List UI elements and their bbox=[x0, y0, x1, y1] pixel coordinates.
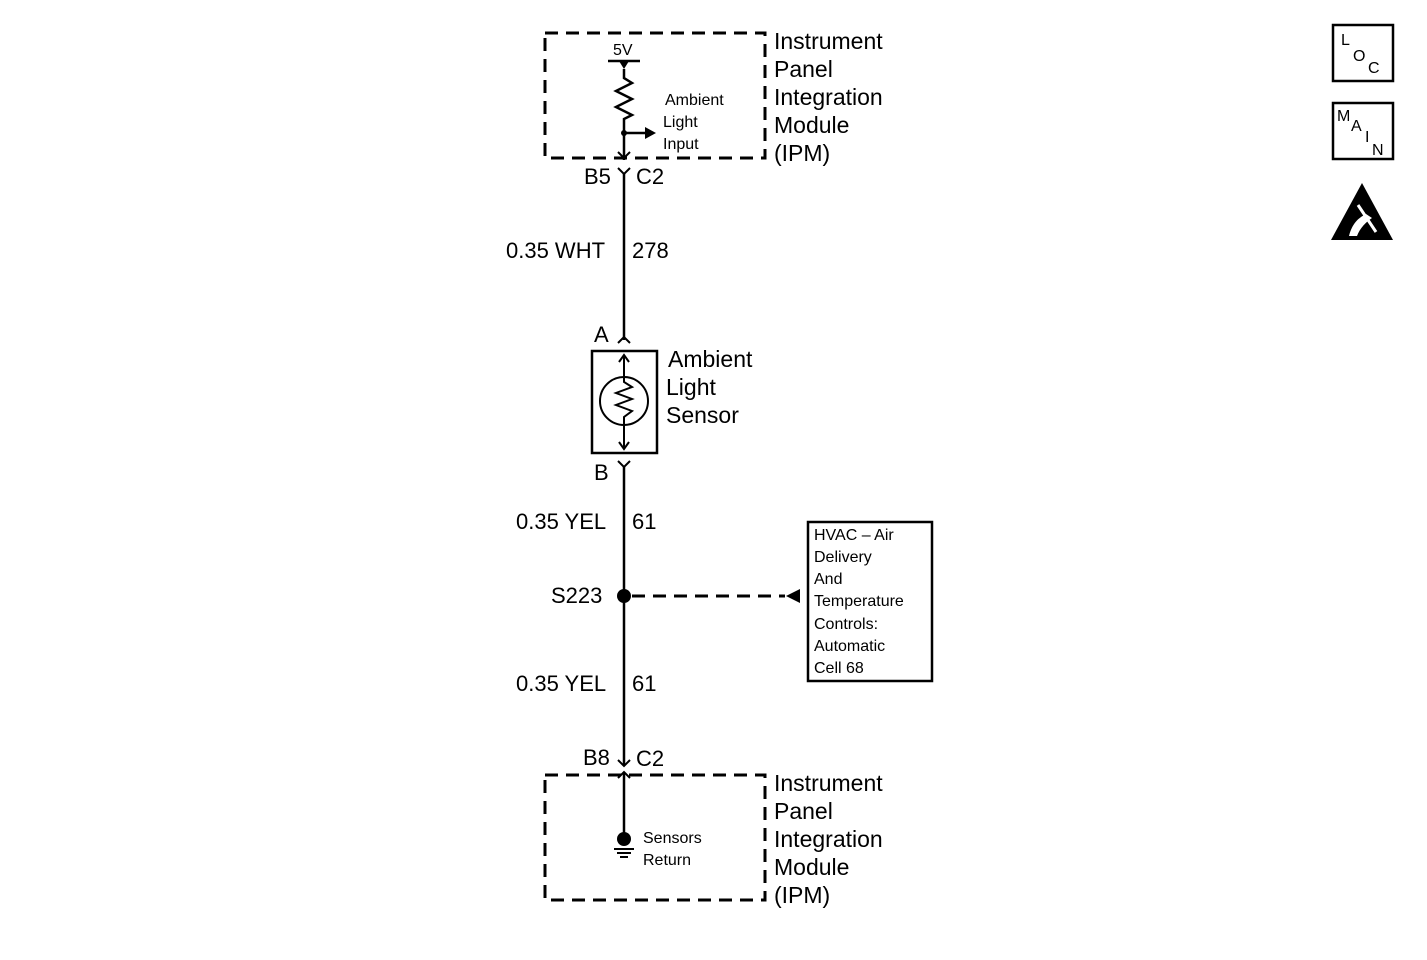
voltage-arrow bbox=[619, 61, 629, 69]
sensor-box bbox=[590, 349, 659, 455]
connector-c2-bottom-label: C2 bbox=[636, 746, 664, 771]
sensor-pin-a-label: A bbox=[594, 322, 609, 347]
bottom-ipm-label: Instrument Panel Integration Module (IPM… bbox=[774, 770, 889, 908]
connector-chevron-top bbox=[617, 151, 631, 160]
hvac-reference-border bbox=[806, 520, 934, 683]
main-letter-i: I bbox=[1365, 129, 1369, 146]
bottom-ipm-module: Sensors Return Instrument Panel Integrat… bbox=[543, 770, 889, 908]
input-tap-arrow bbox=[645, 127, 656, 139]
splice-dot bbox=[617, 589, 631, 603]
sensor-arrow-top-head bbox=[618, 353, 630, 363]
bottom-connector: B8 C2 bbox=[583, 745, 664, 771]
wire-61-lower-circuit-number: 61 bbox=[632, 671, 656, 696]
wire-61-upper-gauge-color: 0.35 YEL bbox=[516, 509, 606, 534]
splice-label: S223 bbox=[551, 583, 602, 608]
loc-icon-frame bbox=[1331, 23, 1395, 83]
hvac-reference-text: HVAC – Air Delivery And Temperature Cont… bbox=[814, 527, 908, 677]
photoresistor-zigzag bbox=[613, 377, 635, 426]
pin-b8-label: B8 bbox=[583, 745, 610, 770]
top-ipm-dashed-box bbox=[543, 31, 767, 160]
voltage-label: 5V bbox=[613, 42, 633, 59]
bottom-ipm-dashed-box bbox=[543, 773, 767, 902]
input-tap-node bbox=[621, 130, 627, 136]
sensor-arrow-bottom-head bbox=[618, 441, 630, 451]
connector-chevron-b8 bbox=[617, 759, 631, 768]
pin-b5-label: B5 bbox=[584, 164, 611, 189]
esd-warning-icon bbox=[1331, 183, 1393, 240]
main-icon[interactable]: M A I N bbox=[1331, 101, 1395, 161]
wire-61-upper-circuit-number: 61 bbox=[632, 509, 656, 534]
main-letter-m: M bbox=[1337, 108, 1350, 125]
splice-reference-arrow bbox=[786, 589, 800, 603]
splice-s223: S223 bbox=[551, 583, 800, 608]
sensor-pin-b-label: B bbox=[594, 460, 609, 485]
main-icon-frame bbox=[1331, 101, 1395, 161]
main-letter-a: A bbox=[1351, 118, 1362, 135]
hvac-reference-box: HVAC – Air Delivery And Temperature Cont… bbox=[806, 520, 934, 683]
wire-61-lower-gauge-color: 0.35 YEL bbox=[516, 671, 606, 696]
sensor-pin-b-chevron bbox=[617, 460, 631, 469]
loc-letter-l: L bbox=[1341, 32, 1350, 49]
loc-letter-o: O bbox=[1353, 48, 1365, 65]
top-ipm-label: Instrument Panel Integration Module (IPM… bbox=[774, 28, 889, 166]
main-letter-n: N bbox=[1372, 142, 1384, 159]
top-ipm-module: 5V Ambient Light Input Instrument Panel … bbox=[543, 28, 889, 166]
sensors-return-label: Sensors Return bbox=[643, 830, 706, 869]
esd-slash bbox=[1356, 204, 1378, 233]
ground-node bbox=[617, 832, 631, 846]
wire-278-circuit-number: 278 bbox=[632, 238, 669, 263]
ambient-light-sensor-label: Ambient Light Sensor bbox=[666, 346, 759, 428]
top-connector: B5 C2 bbox=[584, 164, 664, 189]
pullup-resistor bbox=[613, 69, 635, 160]
connector-chevron-b5 bbox=[617, 167, 631, 176]
loc-icon[interactable]: L O C bbox=[1331, 23, 1395, 83]
connector-c2-top-label: C2 bbox=[636, 164, 664, 189]
sensor-pin-a-chevron bbox=[617, 335, 631, 344]
return-entry-chevron bbox=[617, 770, 631, 779]
loc-letter-c: C bbox=[1368, 60, 1380, 77]
wire-278-gauge-color: 0.35 WHT bbox=[506, 238, 605, 263]
ambient-light-sensor: A B Ambient Light Sensor bbox=[590, 322, 759, 485]
ambient-light-input-label: Ambient Light Input bbox=[663, 92, 728, 153]
